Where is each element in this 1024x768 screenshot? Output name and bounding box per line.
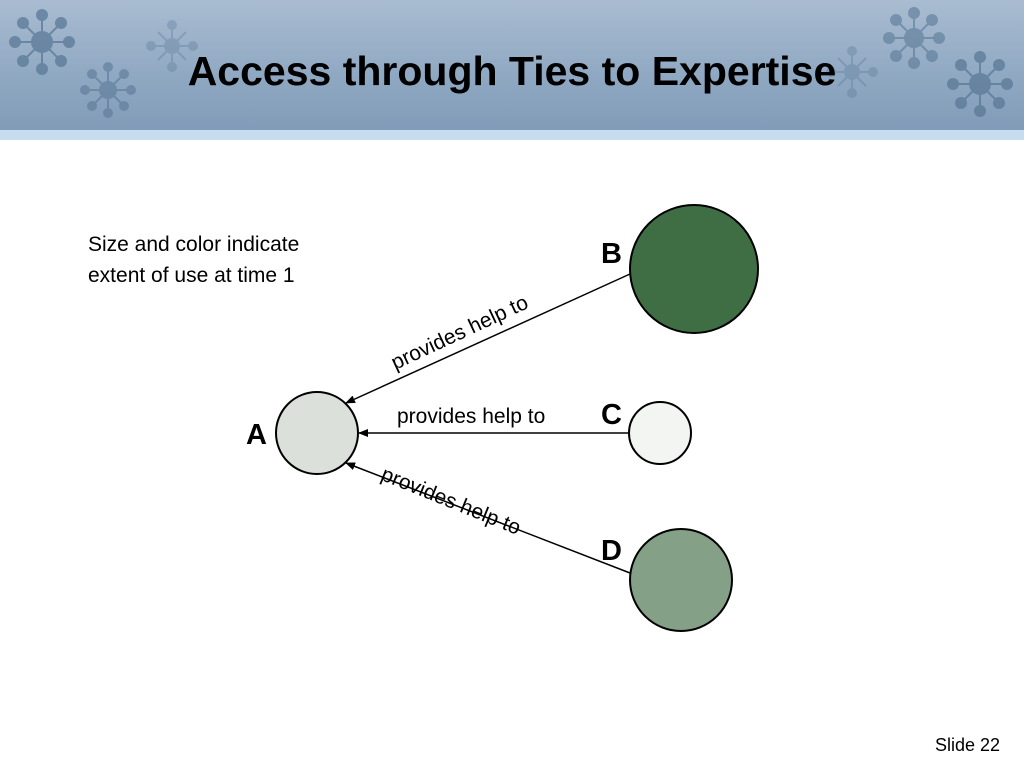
- edge-label-c-a: provides help to: [397, 405, 546, 428]
- slide-header: [0, 0, 1024, 140]
- node-label-d: D: [601, 535, 622, 567]
- slide-number: Slide 22: [935, 735, 1001, 755]
- edge-b-to-a: [345, 273, 631, 404]
- node-d: [629, 528, 733, 632]
- legend-note: Size and color indicate extent of use at…: [88, 233, 300, 287]
- header-decoration: [9, 7, 1013, 118]
- node-a: [275, 391, 359, 475]
- header-stripe: [0, 130, 1024, 140]
- node-label-b: B: [601, 238, 622, 270]
- node-b: [629, 204, 759, 334]
- node-label-c: C: [601, 399, 622, 431]
- network-decoration-icon: [9, 7, 1013, 118]
- node-c: [628, 401, 692, 465]
- edge-d-to-a: [345, 462, 631, 574]
- slide-title: Access through Ties to Expertise: [187, 48, 837, 94]
- node-label-a: A: [246, 419, 267, 451]
